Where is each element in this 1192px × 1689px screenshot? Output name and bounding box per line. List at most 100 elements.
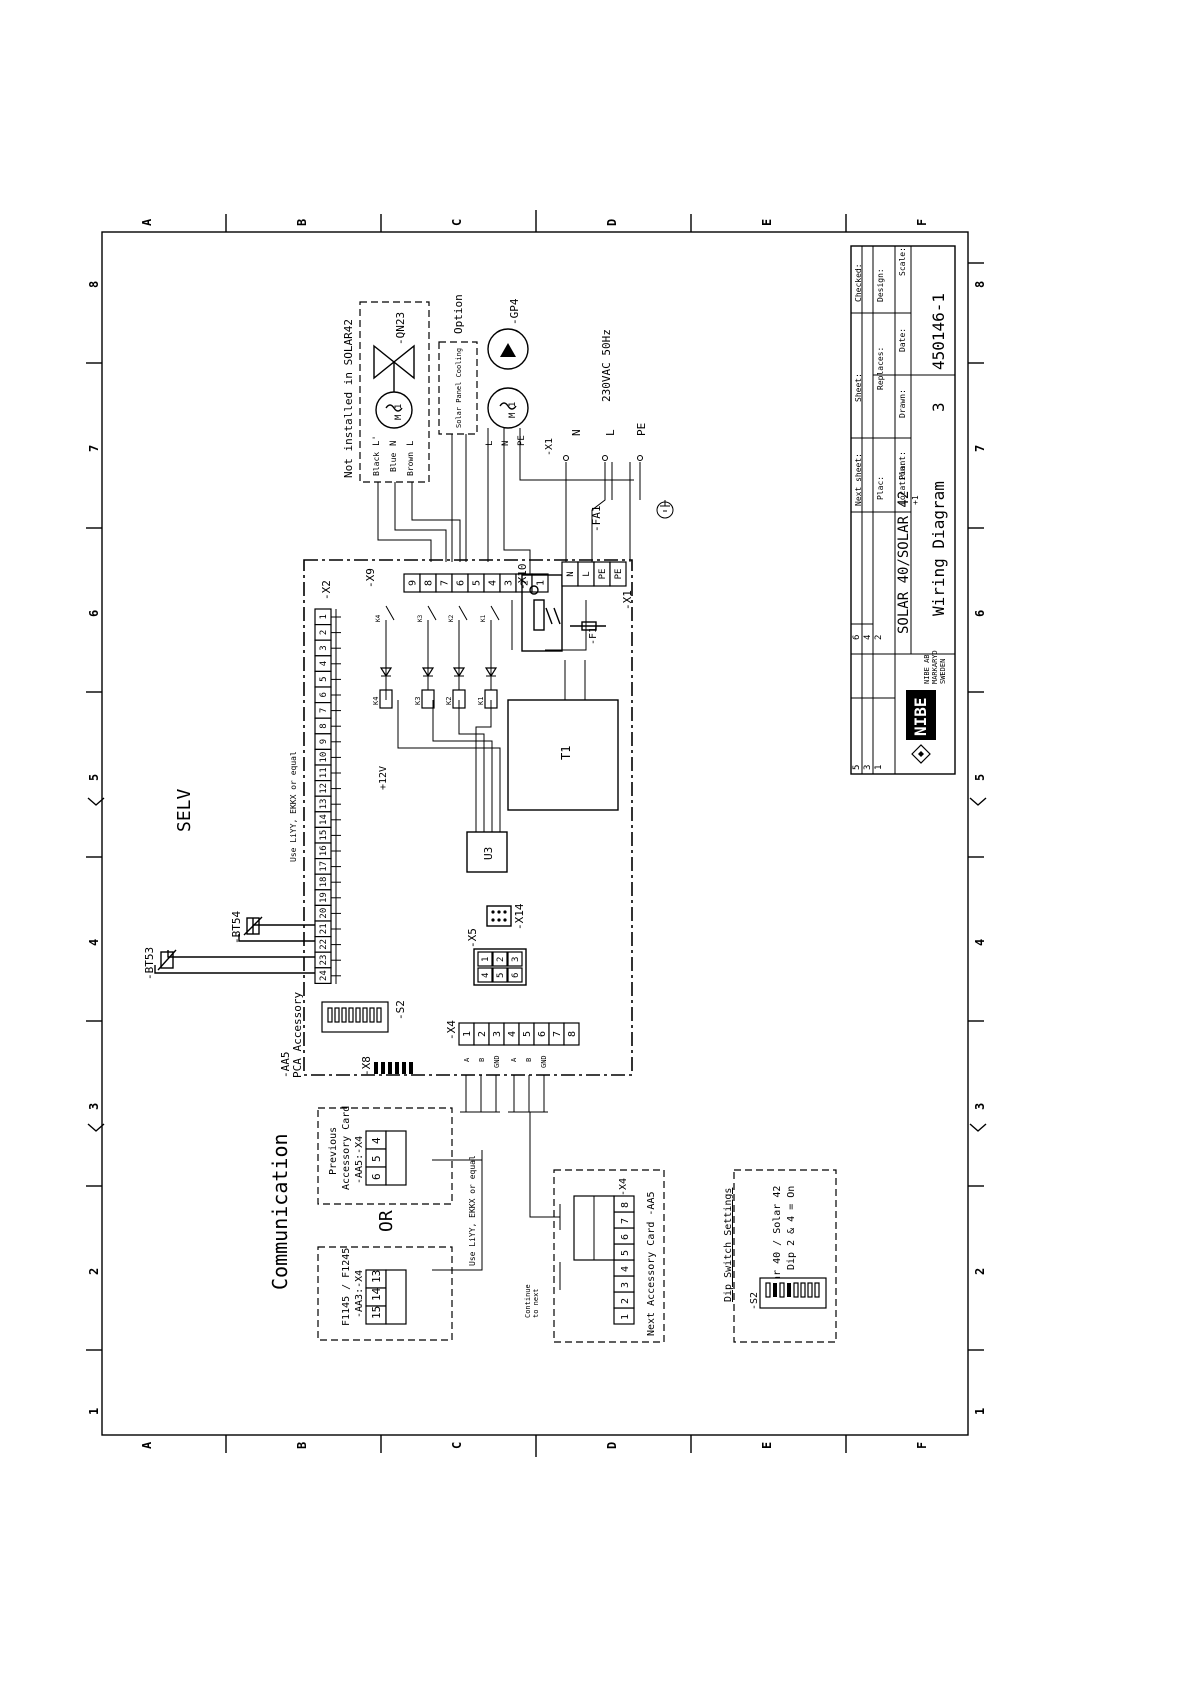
x2-terminal-number: 8 [319,723,329,728]
x4-signal-b: B [525,1058,533,1062]
x1-terminal-number: N [566,571,576,576]
x2-terminal-number: 1 [319,614,329,619]
relay-coil [421,689,435,709]
f-card-terminal-connector [385,1269,407,1325]
zone-number-left: 2 [87,1268,101,1275]
supply-x1-label: -X1 [544,438,555,456]
aa5-label: -AA5 [279,1052,292,1079]
relay-contact-label: K2 [448,614,455,622]
zone-number-right: 6 [973,610,987,617]
x2-terminal-number: 4 [319,661,329,666]
gp4-label: -GP4 [508,298,521,325]
supply-n-label: N [570,429,583,436]
f1145-line2: -AA3:-X4 [354,1270,365,1318]
dip-settings-switch [759,1277,827,1309]
x4-terminal-number: 1 [462,1031,473,1037]
prev-card-terminal-number: 4 [370,1137,383,1144]
dip-text-1: Solar 40 / Solar 42 [772,1186,783,1300]
u3-module [466,831,508,873]
tb-rev-b: 2 [874,635,884,640]
board-internal-wiring [385,600,587,832]
zone-number-right: 2 [973,1268,987,1275]
zone-letter-bottom: E [760,1442,774,1449]
nibe-logo-icon [906,690,936,764]
bt54-label: -BT54 [230,911,243,944]
dip-settings-box [733,1169,837,1343]
next-card-number: 6 [620,1234,631,1240]
tb-replaces: Replaces: [876,347,885,390]
x1-terminal-number: PE [598,569,608,580]
zone-number-left: 3 [87,1103,101,1110]
x4-signal-a: A [510,1057,518,1062]
brown-wire-label: Brown [406,452,415,476]
x9-label: -X9 [364,568,377,588]
x2-terminal-number: 12 [319,783,329,794]
zone-number-right: 1 [973,1408,987,1415]
relay-contact [458,605,468,621]
f1-label: -F1 [588,627,599,645]
x10-block [521,574,563,652]
x9-terminal-number: 1 [536,580,547,586]
x5-number: 5 [496,973,506,978]
previous-card-line3: -AA5:-X4 [354,1136,365,1184]
tb-revision: 3 [929,402,948,412]
relay-label: K4 [372,697,380,705]
tb-design: Design: [876,268,885,302]
f1145-line1: F1145 / F1245 [341,1248,352,1326]
qn23-enclosure [359,301,430,483]
x4-signal-gnd: GND [540,1055,548,1068]
relay-contact-label: K3 [417,614,424,622]
company-line-2: MARKARYD [931,650,939,684]
f1145-box [317,1246,453,1341]
supply-wiring [563,455,674,562]
zone-number-left: 7 [87,445,101,452]
x2-terminal-number: 19 [319,892,329,903]
x2-label: -X2 [320,580,333,600]
tb-drawn: Drawn: [898,389,907,418]
supply-label: 230VAC 50Hz [600,329,613,402]
tb-rev-a: 5 [852,765,862,770]
x9-terminal-number: 5 [472,580,483,586]
x9-terminal-cell [531,573,549,593]
x2-terminal-number: 21 [319,923,329,934]
x5-label: -X5 [466,928,479,948]
x5-cell [477,951,493,967]
gp4-motor-text: M 1 [508,402,518,418]
not-installed-label: Not installed in SOLAR42 [342,319,355,478]
x2-terminal-number: 20 [319,908,329,919]
x4-terminal-number: 2 [477,1031,488,1037]
use-liyy-note-comm: Use LiYY, EKKX or equal [468,1155,477,1266]
tb-scale: Scale: [898,247,907,276]
zone-number-left: 4 [87,939,101,946]
tb-drawing-number: 450146-1 [929,293,948,370]
gp4-terminal: L [485,441,495,446]
x5-number: 4 [481,973,491,978]
title-block [850,245,956,775]
prev-card-terminal-connector [385,1130,407,1186]
relay-label: K2 [445,697,453,705]
x4-label: -X4 [445,1020,458,1040]
tb-rev-a: 1 [874,765,884,770]
x5-cell [507,967,523,983]
tb-date: Date: [898,328,907,352]
continue-to-next-1: Continue [524,1284,532,1318]
continue-to-next-2: to next [532,1288,540,1318]
x5-cell [492,967,508,983]
next-card-box [553,1169,665,1343]
x4-signal-b: B [478,1058,486,1062]
x2-terminal-number: 17 [319,861,329,872]
x4-signal-gnd: GND [493,1055,501,1068]
tb-title: Wiring Diagram [929,481,948,616]
gp4-terminal: PE [517,435,527,446]
x2-terminal-number: 9 [319,739,329,744]
prev-card-terminal-number: 6 [370,1173,383,1180]
qn23-terminal: L' [372,435,382,446]
x5-number: 6 [511,973,521,978]
x2-terminal-number: 18 [319,877,329,888]
communication-wiring [432,1075,560,1271]
tb-product: SOLAR 40/SOLAR 42 [896,491,912,634]
x2-terminal-number: 11 [319,767,329,778]
